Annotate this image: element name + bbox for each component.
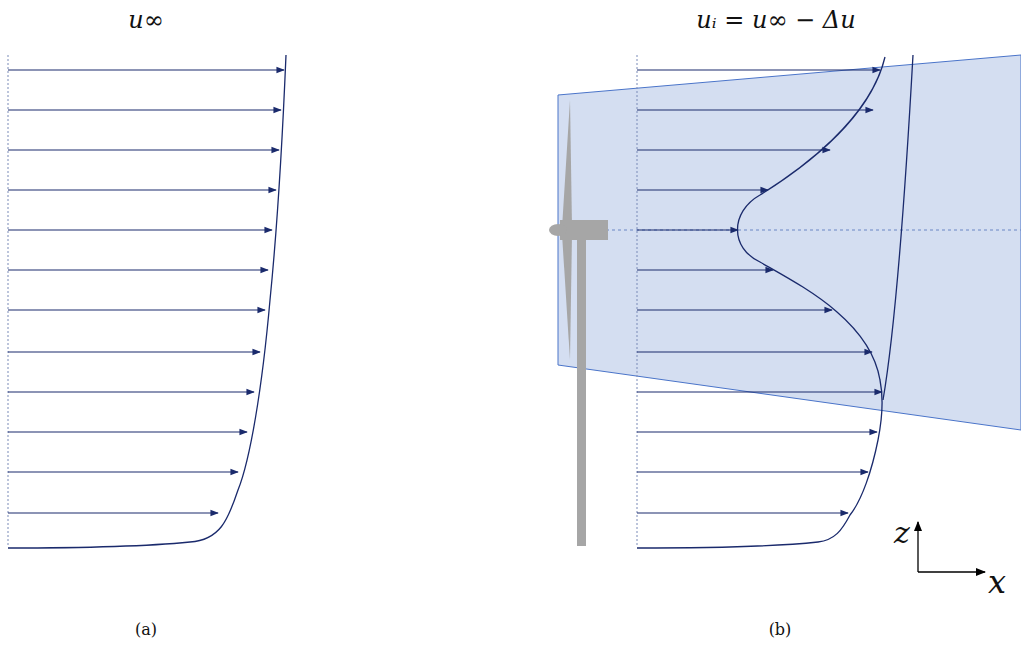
velocity-arrows — [637, 70, 882, 513]
velocity-arrow — [637, 309, 832, 310]
velocity-arrow — [8, 431, 247, 432]
velocity-arrow — [8, 109, 281, 110]
velocity-profile — [8, 55, 286, 548]
wake-profile — [637, 57, 885, 548]
velocity-arrow — [8, 229, 272, 230]
velocity-arrow — [637, 269, 773, 270]
axis-label: x — [988, 566, 1006, 598]
velocity-arrow — [637, 149, 830, 150]
panel-label: (b) — [769, 622, 792, 638]
freestream-profile — [883, 55, 913, 400]
wake-region — [558, 55, 1021, 430]
velocity-arrow — [637, 69, 880, 70]
panel-a — [8, 55, 286, 548]
velocity-arrows — [8, 70, 284, 513]
velocity-arrow — [8, 471, 238, 472]
velocity-arrow — [8, 512, 218, 513]
velocity-arrow — [637, 351, 872, 352]
velocity-arrow — [637, 229, 738, 230]
axes — [918, 522, 985, 572]
velocity-arrow — [8, 351, 260, 352]
velocity-arrow — [637, 512, 848, 513]
velocity-arrow — [8, 391, 254, 392]
wind-turbine — [549, 100, 608, 546]
velocity-arrow — [637, 189, 768, 190]
velocity-arrow — [637, 109, 873, 110]
panel-b — [549, 55, 1021, 572]
velocity-arrow — [637, 471, 868, 472]
wake-velocity-label: uᵢ = u∞ − Δu — [696, 8, 855, 32]
velocity-arrow — [637, 391, 882, 392]
freestream-label: u∞ — [128, 8, 163, 32]
velocity-arrow — [637, 431, 877, 432]
panel-label: (a) — [135, 622, 157, 638]
axis-label: z — [894, 518, 910, 548]
velocity-arrow — [8, 189, 276, 190]
velocity-arrow — [8, 69, 284, 70]
velocity-arrow — [8, 269, 268, 270]
velocity-arrow — [8, 309, 265, 310]
velocity-arrow — [8, 149, 279, 150]
